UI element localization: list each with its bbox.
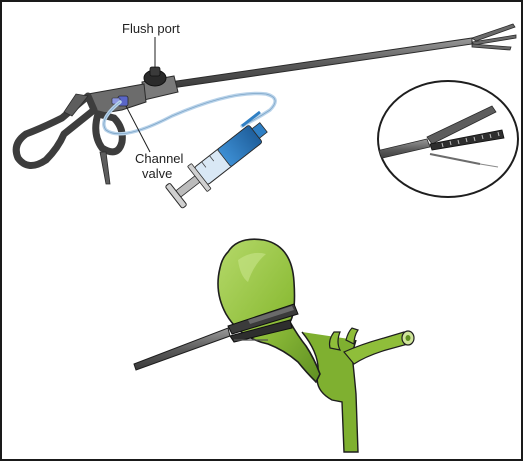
- flush-port-label: Flush port: [122, 22, 180, 36]
- channel-valve-label-line1: Channel: [135, 152, 183, 166]
- channel-valve-label-line2: valve: [142, 167, 172, 181]
- magnified-tip-icon: [372, 81, 518, 197]
- gallbladder-icon: [218, 239, 414, 452]
